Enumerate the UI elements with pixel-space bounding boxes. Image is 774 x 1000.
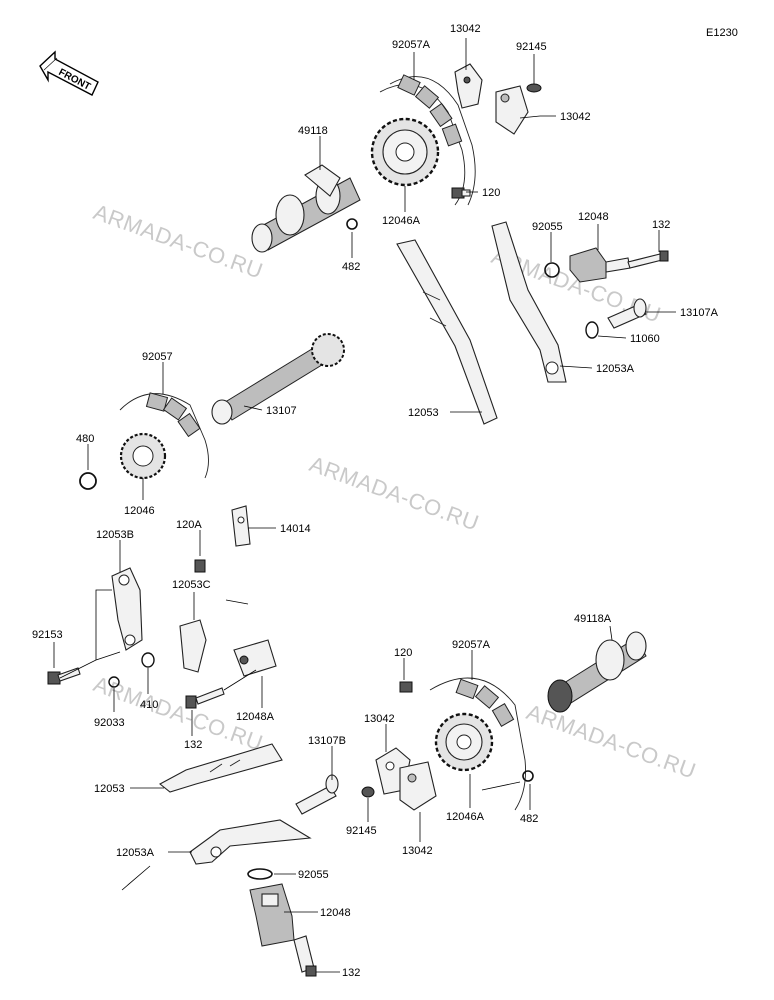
- label-120-top: 120: [482, 187, 500, 199]
- label-92145-top: 92145: [516, 41, 547, 53]
- label-13042-bot-top: 13042: [364, 713, 395, 725]
- part-labels: 13042 92057A 92145 13042 49118 120 12046…: [32, 23, 719, 979]
- chain-92057A-bot: [429, 677, 526, 811]
- label-12053B: 12053B: [96, 529, 134, 541]
- circlip-482-top: [346, 218, 358, 230]
- bolt-92153: [47, 667, 81, 685]
- bolt-120A: [194, 559, 206, 573]
- label-92055-bot: 92055: [298, 869, 329, 881]
- label-12053A-top: 12053A: [596, 363, 635, 375]
- label-14014: 14014: [280, 523, 311, 535]
- bolt-132-top: [627, 250, 669, 269]
- bolt-120-top: [451, 187, 471, 199]
- chain-92057A-top: [379, 74, 476, 206]
- label-13107A: 13107A: [680, 307, 719, 319]
- diagram-code: E1230: [706, 27, 738, 39]
- chain-guide-12053A-top: [491, 221, 567, 383]
- label-13107B: 13107B: [308, 735, 346, 747]
- watermark-5: ARMADA-CO.RU: [523, 699, 699, 783]
- label-132-mid: 132: [184, 739, 202, 751]
- ring-480: [79, 472, 97, 490]
- sprocket-12046A-bot: [434, 712, 494, 772]
- label-482-top: 482: [342, 261, 360, 273]
- label-92057A-bot: 92057A: [452, 639, 491, 651]
- label-92145-bot: 92145: [346, 825, 377, 837]
- label-132-top: 132: [652, 219, 670, 231]
- washer-410: [141, 652, 155, 668]
- label-12046A-bot: 12046A: [446, 811, 485, 823]
- label-13042-bot: 13042: [402, 845, 433, 857]
- label-92055-top: 92055: [532, 221, 563, 233]
- label-49118A: 49118A: [574, 613, 612, 625]
- washer-11060: [585, 321, 599, 339]
- label-92153: 92153: [32, 629, 63, 641]
- guide-13042-bot: [399, 761, 437, 811]
- shaft-13107: [211, 333, 345, 425]
- bracket-14014: [231, 505, 251, 547]
- label-12048-top: 12048: [578, 211, 609, 223]
- camshaft-49118: [251, 164, 361, 253]
- camshaft-49118A: [547, 631, 647, 713]
- oring-92055-top: [544, 262, 560, 278]
- watermark-1: ARMADA-CO.RU: [90, 199, 266, 283]
- bolt-132-bot: [293, 935, 317, 977]
- guide-13042-top: [454, 63, 483, 109]
- ring-92033: [108, 676, 120, 688]
- label-480: 480: [76, 433, 94, 445]
- tensioner-12048-bot: [249, 883, 295, 947]
- label-12053C: 12053C: [172, 579, 211, 591]
- sprocket-12046: [119, 432, 167, 480]
- label-12053-bot: 12053: [94, 783, 125, 795]
- label-12053A-bot: 12053A: [116, 847, 155, 859]
- tensioner-12048-top: [569, 247, 631, 283]
- bolt-132-mid: [185, 687, 225, 709]
- label-92057A-top: 92057A: [392, 39, 431, 51]
- label-12048A: 12048A: [236, 711, 275, 723]
- label-49118: 49118: [298, 125, 328, 137]
- chain-guide-12053-bot: [159, 743, 283, 793]
- sprocket-12046A-top: [370, 117, 440, 187]
- label-13107: 13107: [266, 405, 297, 417]
- bolt-13107B: [295, 774, 339, 815]
- front-arrow-icon: FRONT: [39, 50, 99, 96]
- label-12046A-top: 12046A: [382, 215, 421, 227]
- spring-92145-top: [526, 83, 542, 93]
- label-92033: 92033: [94, 717, 125, 729]
- chain-92057: [119, 392, 209, 479]
- label-13042-right: 13042: [560, 111, 591, 123]
- label-120A: 120A: [176, 519, 202, 531]
- label-92057: 92057: [142, 351, 173, 363]
- label-12048-bot: 12048: [320, 907, 351, 919]
- chain-guide-12053A-bot: [189, 819, 312, 865]
- watermarks: ARMADA-CO.RU ARMADA-CO.RU ARMADA-CO.RU A…: [90, 199, 699, 783]
- label-132-bot: 132: [342, 967, 360, 979]
- oring-92055-bot: [247, 868, 273, 880]
- label-11060: 11060: [630, 333, 660, 345]
- label-482-bot: 482: [520, 813, 538, 825]
- watermark-3: ARMADA-CO.RU: [306, 451, 482, 535]
- label-12046: 12046: [124, 505, 155, 517]
- guide-13042-right: [495, 85, 529, 135]
- guide-12053C: [179, 619, 207, 673]
- leader-lines: [53, 38, 676, 973]
- label-120-bot: 120: [394, 647, 412, 659]
- bolt-13107A: [607, 298, 647, 329]
- guide-12053B: [111, 567, 143, 651]
- spring-92145-bot: [361, 786, 375, 798]
- label-12053-top: 12053: [408, 407, 439, 419]
- label-410: 410: [140, 699, 158, 711]
- label-13042-top: 13042: [450, 23, 481, 35]
- chain-guide-12053-top: [396, 239, 498, 425]
- circlip-482-bot: [522, 770, 534, 782]
- tensioner-12048A: [233, 639, 277, 677]
- bolt-120-bot: [399, 681, 413, 693]
